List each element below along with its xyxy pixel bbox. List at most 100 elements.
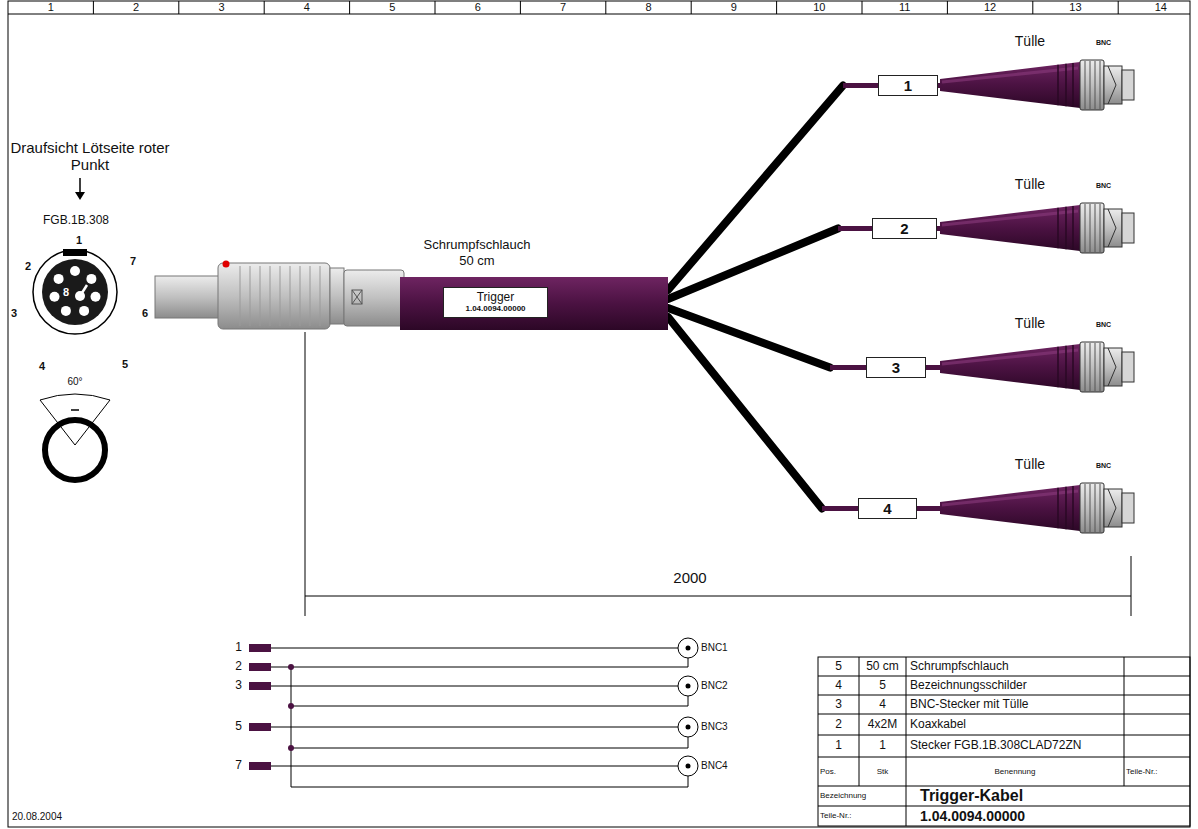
connector-face bbox=[33, 250, 117, 334]
drawing-label: 4 bbox=[818, 676, 859, 695]
drawing-label: 6 bbox=[137, 305, 153, 321]
drawing-label: 7 bbox=[125, 253, 141, 269]
lemo-plug bbox=[240, 266, 320, 326]
bnc-plug-drawing bbox=[940, 60, 1134, 110]
angle-symbol bbox=[71, 409, 79, 411]
wiring-schematic bbox=[249, 723, 271, 731]
bnc-plug-drawing bbox=[940, 60, 1134, 533]
drawing-label: 8 bbox=[58, 284, 74, 300]
wiring-schematic bbox=[249, 762, 271, 770]
connector-face bbox=[42, 259, 108, 325]
connector-face bbox=[54, 274, 64, 284]
cable-sleeve bbox=[838, 226, 872, 231]
connector-face bbox=[63, 249, 87, 256]
node-text: 1.04.0094.00000 bbox=[465, 304, 525, 314]
sheet-frame bbox=[93, 1, 1118, 14]
cable-sleeve bbox=[938, 83, 940, 88]
lemo-plug bbox=[330, 268, 344, 324]
bnc-plug-drawing bbox=[940, 483, 1134, 533]
drawing-label: FGB.1B.308 bbox=[36, 213, 116, 229]
drawing-label: 4 bbox=[34, 358, 50, 374]
drawing-label: Schrumpfschlauch bbox=[910, 657, 1122, 676]
drawing-label: 11 bbox=[862, 1, 947, 14]
lemo-plug bbox=[344, 270, 404, 326]
parts-table bbox=[818, 657, 1190, 826]
wiring-schematic bbox=[249, 682, 271, 690]
drawing-label: 7 bbox=[520, 1, 605, 14]
dimension-line bbox=[1131, 556, 1132, 616]
drawing-label: BNC2 bbox=[701, 679, 745, 693]
cable bbox=[668, 317, 858, 509]
wiring-schematic bbox=[678, 638, 698, 776]
node-text: Tülle bbox=[1000, 33, 1060, 50]
drawing-label: 4 bbox=[859, 695, 906, 714]
view-arrow bbox=[79, 178, 81, 193]
node-text: Tülle bbox=[1000, 315, 1060, 332]
cable-sleeve bbox=[926, 365, 940, 370]
cable-sleeve bbox=[843, 83, 878, 88]
cable-sleeve bbox=[830, 365, 866, 370]
drawing-label: Pos. bbox=[820, 757, 859, 786]
drawing-label: 12 bbox=[947, 1, 1032, 14]
drawing-label: 2 bbox=[226, 659, 242, 675]
connector-face bbox=[33, 249, 117, 334]
parts-table bbox=[818, 676, 1190, 806]
connector-face bbox=[80, 285, 87, 296]
drawing-label: 5 bbox=[350, 1, 435, 14]
connector-face bbox=[61, 306, 71, 316]
wiring-schematic bbox=[686, 646, 691, 651]
drawing-label: 3 bbox=[226, 678, 242, 694]
node-text: 2 bbox=[900, 220, 908, 237]
drawing-label: Trigger-Kabel bbox=[920, 786, 1188, 806]
wiring-schematic bbox=[249, 638, 698, 787]
drawing-label: 10 bbox=[777, 1, 862, 14]
drawing-label: Koaxkabel bbox=[910, 714, 1122, 735]
cable-jacket bbox=[668, 308, 830, 368]
sheet-frame bbox=[8, 1, 1190, 827]
node-text: BNC bbox=[1096, 461, 1111, 470]
wiring-schematic bbox=[288, 664, 294, 751]
wiring-schematic bbox=[249, 644, 271, 652]
drawing-label: 5 bbox=[117, 356, 133, 372]
bnc-plug: TülleBNC bbox=[940, 33, 1140, 117]
drawing-label: 5 bbox=[226, 719, 242, 735]
drawing-label: Benennung bbox=[906, 757, 1124, 786]
wiring-schematic bbox=[686, 764, 691, 769]
node-text: BNC bbox=[1096, 320, 1111, 329]
drawing-label: 1.04.0094.00000 bbox=[920, 806, 1188, 826]
wiring-schematic bbox=[686, 646, 691, 769]
drawing-label: Teile-Nr.: bbox=[820, 806, 906, 826]
cable bbox=[917, 508, 940, 509]
wiring-schematic bbox=[288, 745, 294, 751]
bnc-plug: Tülle BNC bbox=[940, 315, 1140, 399]
drawing-label: Bezeichnungsschilder bbox=[910, 676, 1122, 695]
connector-face bbox=[79, 306, 89, 316]
lemo-plug bbox=[155, 261, 404, 330]
bnc-plug-drawing bbox=[940, 342, 1134, 392]
drawing-label: 1 bbox=[226, 640, 242, 656]
wiring-schematic bbox=[678, 756, 698, 776]
drawing-label: 3 bbox=[6, 305, 22, 321]
cable-tag: 4 bbox=[858, 498, 917, 519]
node-text: BNC bbox=[1096, 181, 1111, 190]
drawing-label: 4x2M bbox=[859, 714, 906, 735]
node-text: Tülle bbox=[1000, 456, 1060, 473]
drawing-label: BNC-Stecker mit Tülle bbox=[910, 695, 1122, 714]
cable-sleeve bbox=[917, 506, 940, 511]
cable-sleeve bbox=[822, 506, 858, 511]
parts-table bbox=[818, 657, 1190, 826]
lemo-plug bbox=[223, 261, 230, 268]
drawing-label: 2 bbox=[93, 1, 178, 14]
drawing-label: BNC4 bbox=[701, 759, 745, 773]
node-text: 1 bbox=[904, 77, 912, 94]
dimension-line bbox=[305, 332, 306, 616]
drawing-label: 3 bbox=[818, 695, 859, 714]
node-text: Trigger bbox=[477, 291, 515, 304]
dimension-line bbox=[305, 596, 1131, 597]
cable bbox=[668, 229, 872, 300]
bnc-plug: TülleBNC bbox=[940, 176, 1140, 260]
view-arrow bbox=[75, 192, 85, 200]
drawing-label: 1 bbox=[71, 232, 87, 248]
marker-label: Trigger1.04.0094.00000 bbox=[443, 287, 548, 318]
